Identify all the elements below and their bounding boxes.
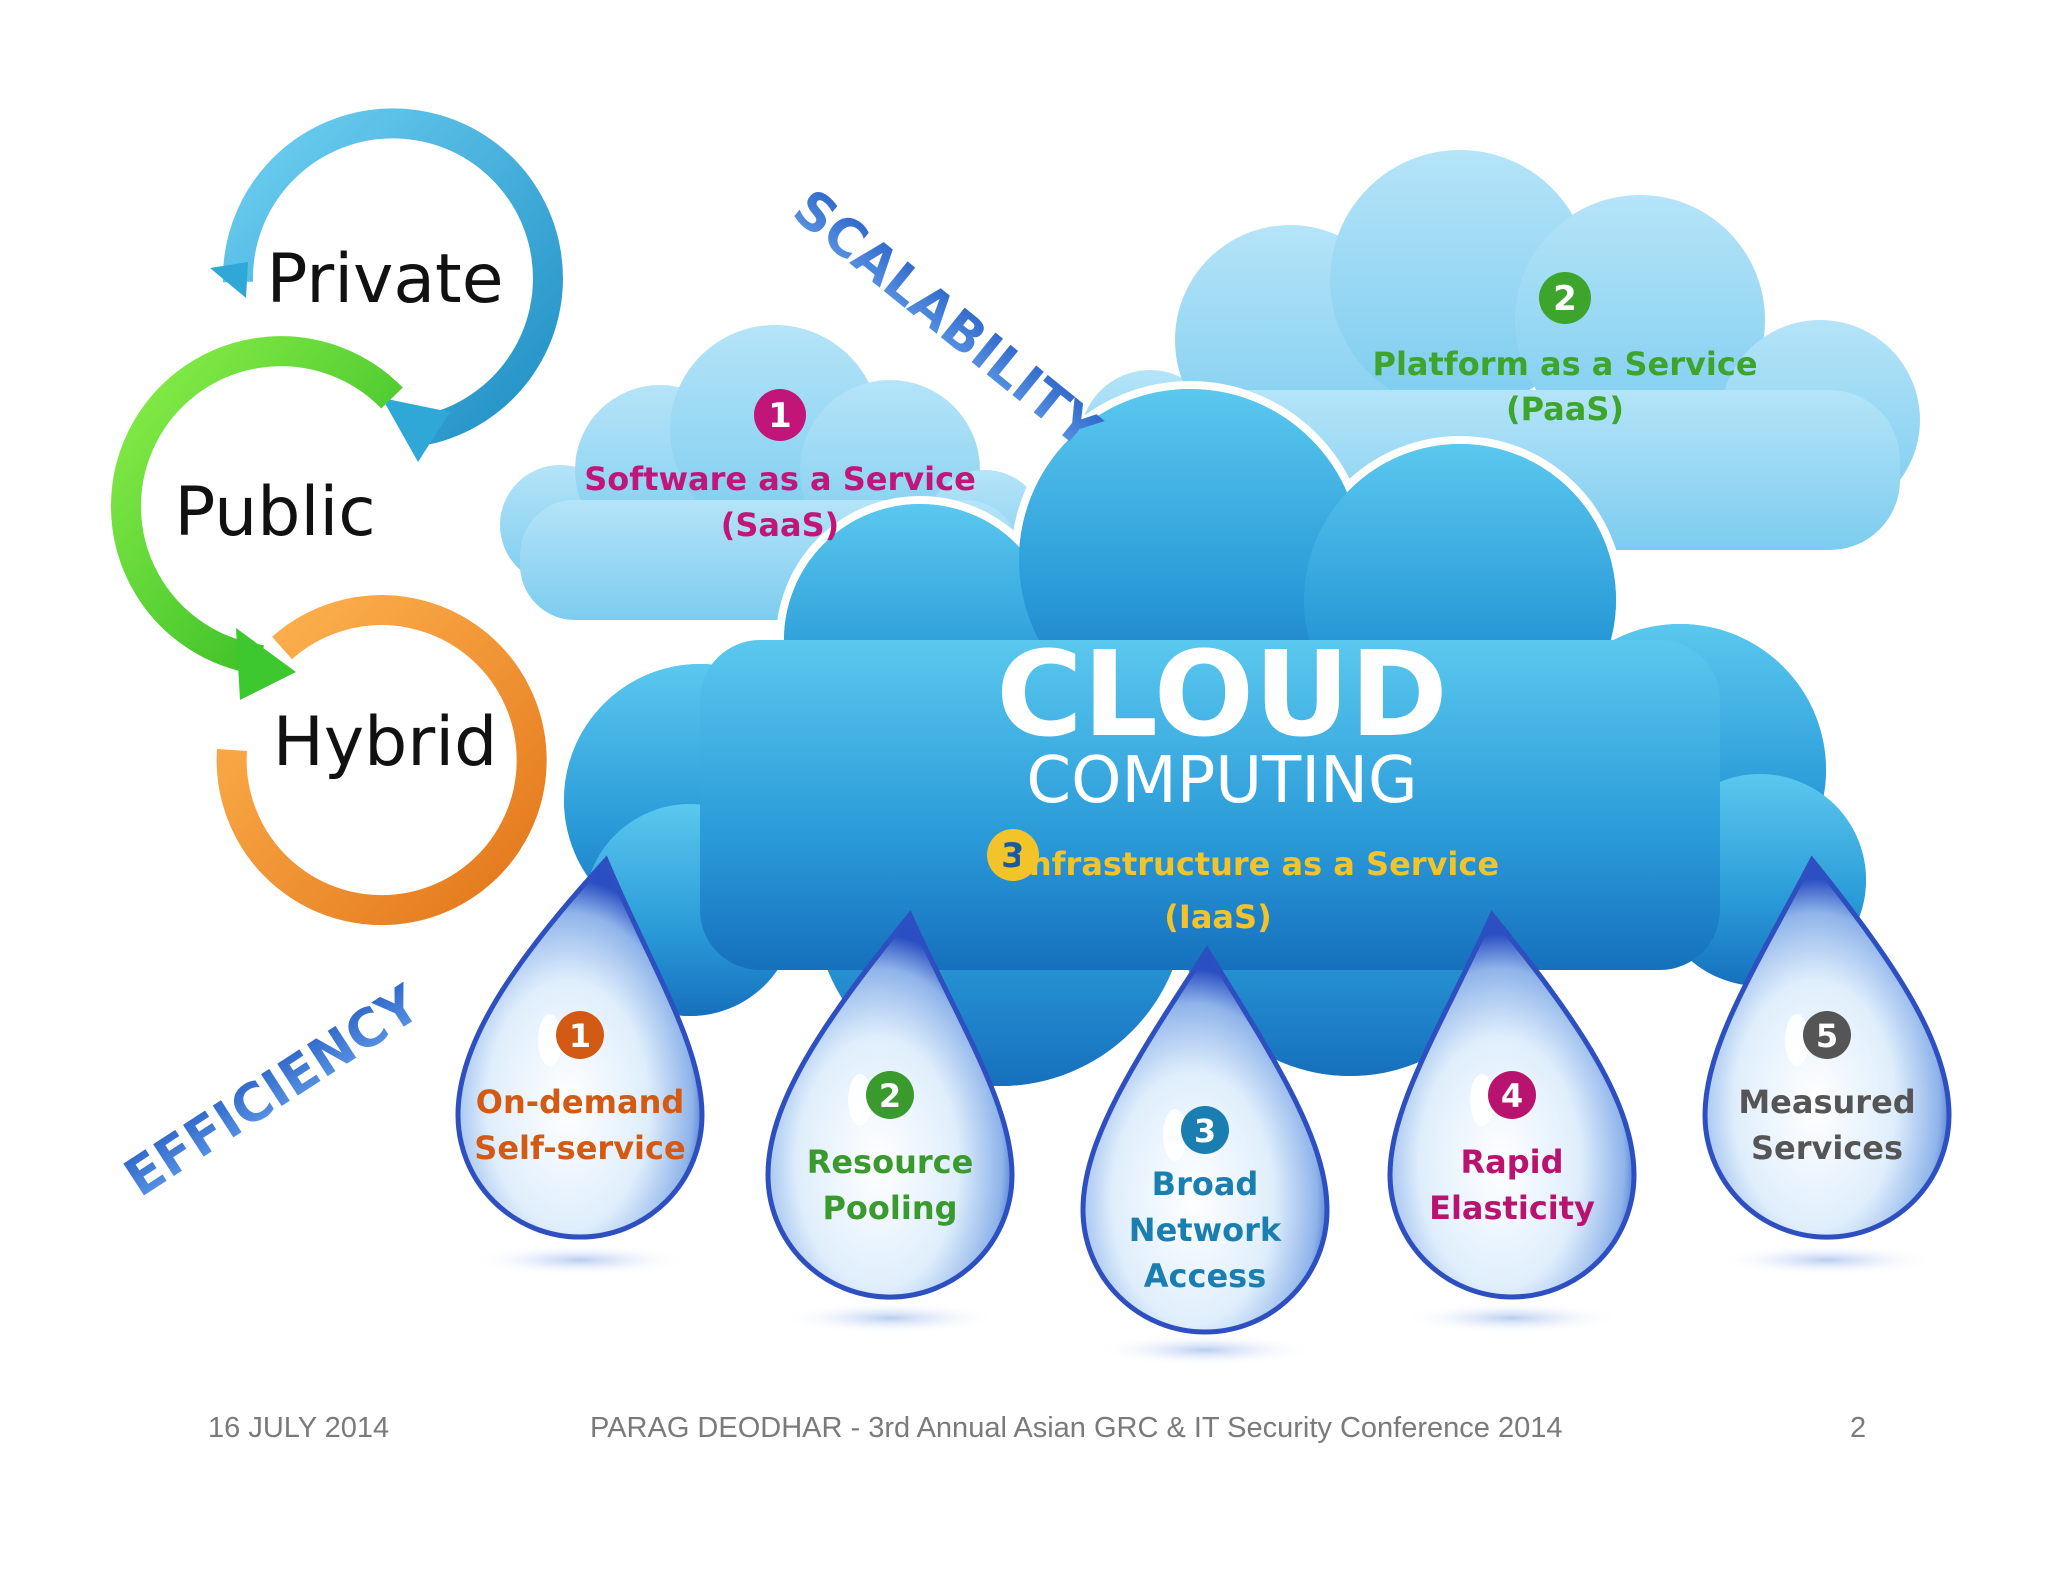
drop-highlight (848, 1074, 872, 1126)
iaas-block: 3 Infrastructure as a Service (IaaS) (987, 829, 1499, 936)
paas-number: 2 (1553, 279, 1577, 319)
drop-label-line: Services (1751, 1129, 1903, 1167)
iaas-number: 3 (1001, 836, 1025, 876)
private-label: Private (266, 240, 503, 319)
drop-number-badge (556, 1011, 604, 1059)
paas-block: 2 Platform as a Service (PaaS) (1372, 272, 1758, 428)
cloud-title: CLOUD (996, 625, 1448, 763)
hybrid-label: Hybrid (273, 703, 498, 782)
saas-number-badge (754, 389, 806, 441)
drop-shadow (1095, 1334, 1315, 1366)
saas-block: 1 Software as a Service (SaaS) (584, 389, 976, 544)
drop-number-badge (1488, 1071, 1536, 1119)
drop-number: 1 (569, 1017, 591, 1055)
drop-highlight (538, 1014, 562, 1066)
public-label: Public (174, 473, 375, 552)
drop-highlight (1163, 1109, 1187, 1161)
paas-abbr: (PaaS) (1506, 390, 1624, 428)
iaas-abbr: (IaaS) (1164, 898, 1271, 936)
footer-date: 16 JULY 2014 (208, 1412, 390, 1444)
drop-shadow (470, 1244, 690, 1276)
drop-label-line: Broad (1152, 1165, 1259, 1203)
drop-label-line: Access (1144, 1257, 1267, 1295)
efficiency-label: EFFICIENCY (114, 974, 432, 1209)
paas-title: Platform as a Service (1372, 345, 1757, 383)
public-arrow (110, 336, 403, 700)
drop-label-line: Pooling (822, 1189, 957, 1227)
drop-label-line: Resource (807, 1143, 974, 1181)
drop-number-badge (1803, 1011, 1851, 1059)
drop-number-badge (866, 1071, 914, 1119)
drop-shadow (1402, 1302, 1622, 1334)
drop-shadow (780, 1302, 1000, 1334)
drop-label-line: Elasticity (1429, 1189, 1595, 1227)
saas-number: 1 (768, 396, 792, 436)
drop-label-line: Self-service (474, 1129, 685, 1167)
paas-number-badge (1539, 272, 1591, 324)
drop-highlight (1470, 1074, 1494, 1126)
drop-number-badge (1181, 1106, 1229, 1154)
footer-page-number: 2 (1850, 1412, 1867, 1444)
drop-number: 5 (1816, 1017, 1838, 1055)
drop-label-line: Measured (1738, 1083, 1915, 1121)
drop-number: 4 (1501, 1077, 1523, 1115)
drop-label-line: Rapid (1460, 1143, 1563, 1181)
saas-abbr: (SaaS) (721, 506, 840, 544)
saas-title: Software as a Service (584, 460, 976, 498)
drop-shadow (1717, 1244, 1937, 1276)
drop-highlight (1785, 1014, 1809, 1066)
drop-label-line: Network (1129, 1211, 1282, 1249)
iaas-title: Infrastructure as a Service (1017, 845, 1499, 883)
footer-title: PARAG DEODHAR - 3rd Annual Asian GRC & I… (590, 1412, 1563, 1444)
hybrid-arrow (216, 595, 547, 926)
iaas-number-badge (987, 829, 1039, 881)
private-arrow (210, 108, 563, 462)
characteristic-drops: 1On-demandSelf-service2ResourcePooling3B… (455, 855, 1952, 1335)
drop-label-line: On-demand (476, 1083, 685, 1121)
drop-number: 2 (879, 1077, 901, 1115)
drop-number: 3 (1194, 1112, 1216, 1150)
cloud-subtitle: COMPUTING (1026, 744, 1417, 818)
